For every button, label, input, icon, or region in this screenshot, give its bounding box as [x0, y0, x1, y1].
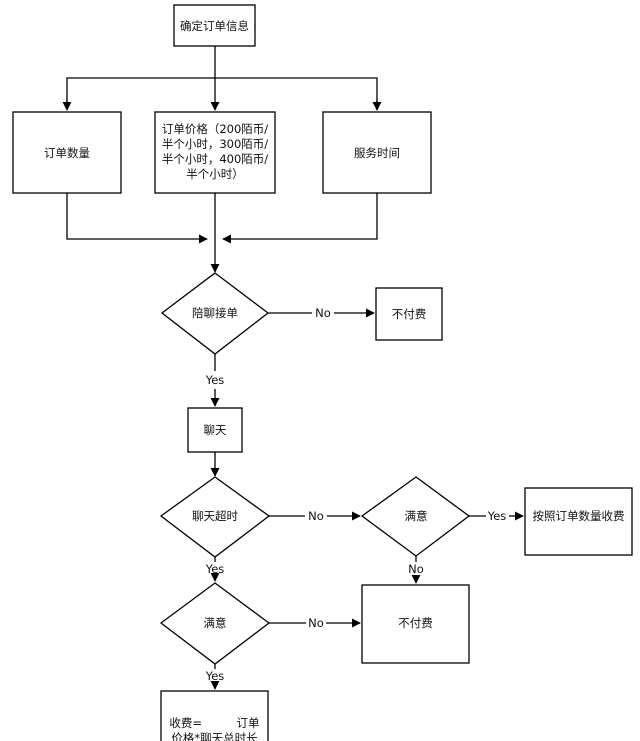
order-price-line-4: 半个小时）	[186, 167, 244, 181]
no-charge-1-text: 不付费	[392, 307, 427, 321]
label-no-3: No	[408, 562, 424, 576]
label-yes-4: Yes	[205, 669, 225, 683]
confirm-order-text: 确定订单信息	[180, 19, 249, 33]
split-bar	[66, 77, 378, 110]
node-no-charge-1: 不付费	[375, 287, 443, 341]
order-quantity-text: 订单数量	[44, 146, 90, 160]
node-confirm-order: 确定订单信息	[173, 4, 256, 47]
satisfied-2-text: 满意	[204, 616, 227, 630]
fee-formula-line-1: 收费= 订单	[169, 716, 259, 730]
label-no-4: No	[308, 616, 324, 630]
chat-timeout-text: 聊天超时	[192, 509, 238, 523]
node-service-time: 服务时间	[322, 111, 432, 194]
no-charge-2-text: 不付费	[398, 616, 433, 630]
edge-labels: No Yes No Yes No Yes No Yes	[205, 306, 507, 683]
label-yes-1: Yes	[205, 373, 225, 387]
node-order-quantity: 订单数量	[12, 111, 122, 194]
fee-formula-line-2: 价格*聊天总时长	[171, 731, 258, 741]
charge-by-quantity-text: 按照订单数量收费	[533, 509, 625, 523]
order-price-line-2: 半个小时，300陌币/	[162, 137, 268, 151]
label-yes-2: Yes	[487, 509, 507, 523]
chat-text: 聊天	[204, 423, 227, 437]
satisfied-1-text: 满意	[405, 509, 428, 523]
node-satisfied-1: 满意	[360, 476, 471, 557]
order-price-line-3: 半个小时，400陌币/	[162, 152, 268, 166]
order-price-line-1: 订单价格（200陌币/	[162, 122, 268, 136]
connectors	[62, 46, 524, 690]
node-chat: 聊天	[187, 407, 243, 453]
service-time-text: 服务时间	[354, 146, 400, 160]
node-no-charge-2: 不付费	[361, 584, 470, 664]
merge-right	[222, 193, 378, 244]
node-fee-formula: 收费= 订单 价格*聊天总时长	[160, 690, 269, 741]
node-charge-by-quantity: 按照订单数量收费	[524, 487, 633, 556]
label-yes-3: Yes	[205, 562, 225, 576]
node-accept-order: 陪聊接单	[160, 272, 270, 355]
node-satisfied-2: 满意	[159, 582, 271, 665]
node-chat-timeout: 聊天超时	[159, 476, 271, 558]
label-no-1: No	[315, 306, 331, 320]
accept-order-text: 陪聊接单	[192, 306, 238, 320]
node-order-price: 订单价格（200陌币/ 半个小时，300陌币/ 半个小时，400陌币/ 半个小时…	[154, 111, 276, 194]
label-no-2: No	[308, 509, 324, 523]
merge-left	[66, 193, 208, 244]
